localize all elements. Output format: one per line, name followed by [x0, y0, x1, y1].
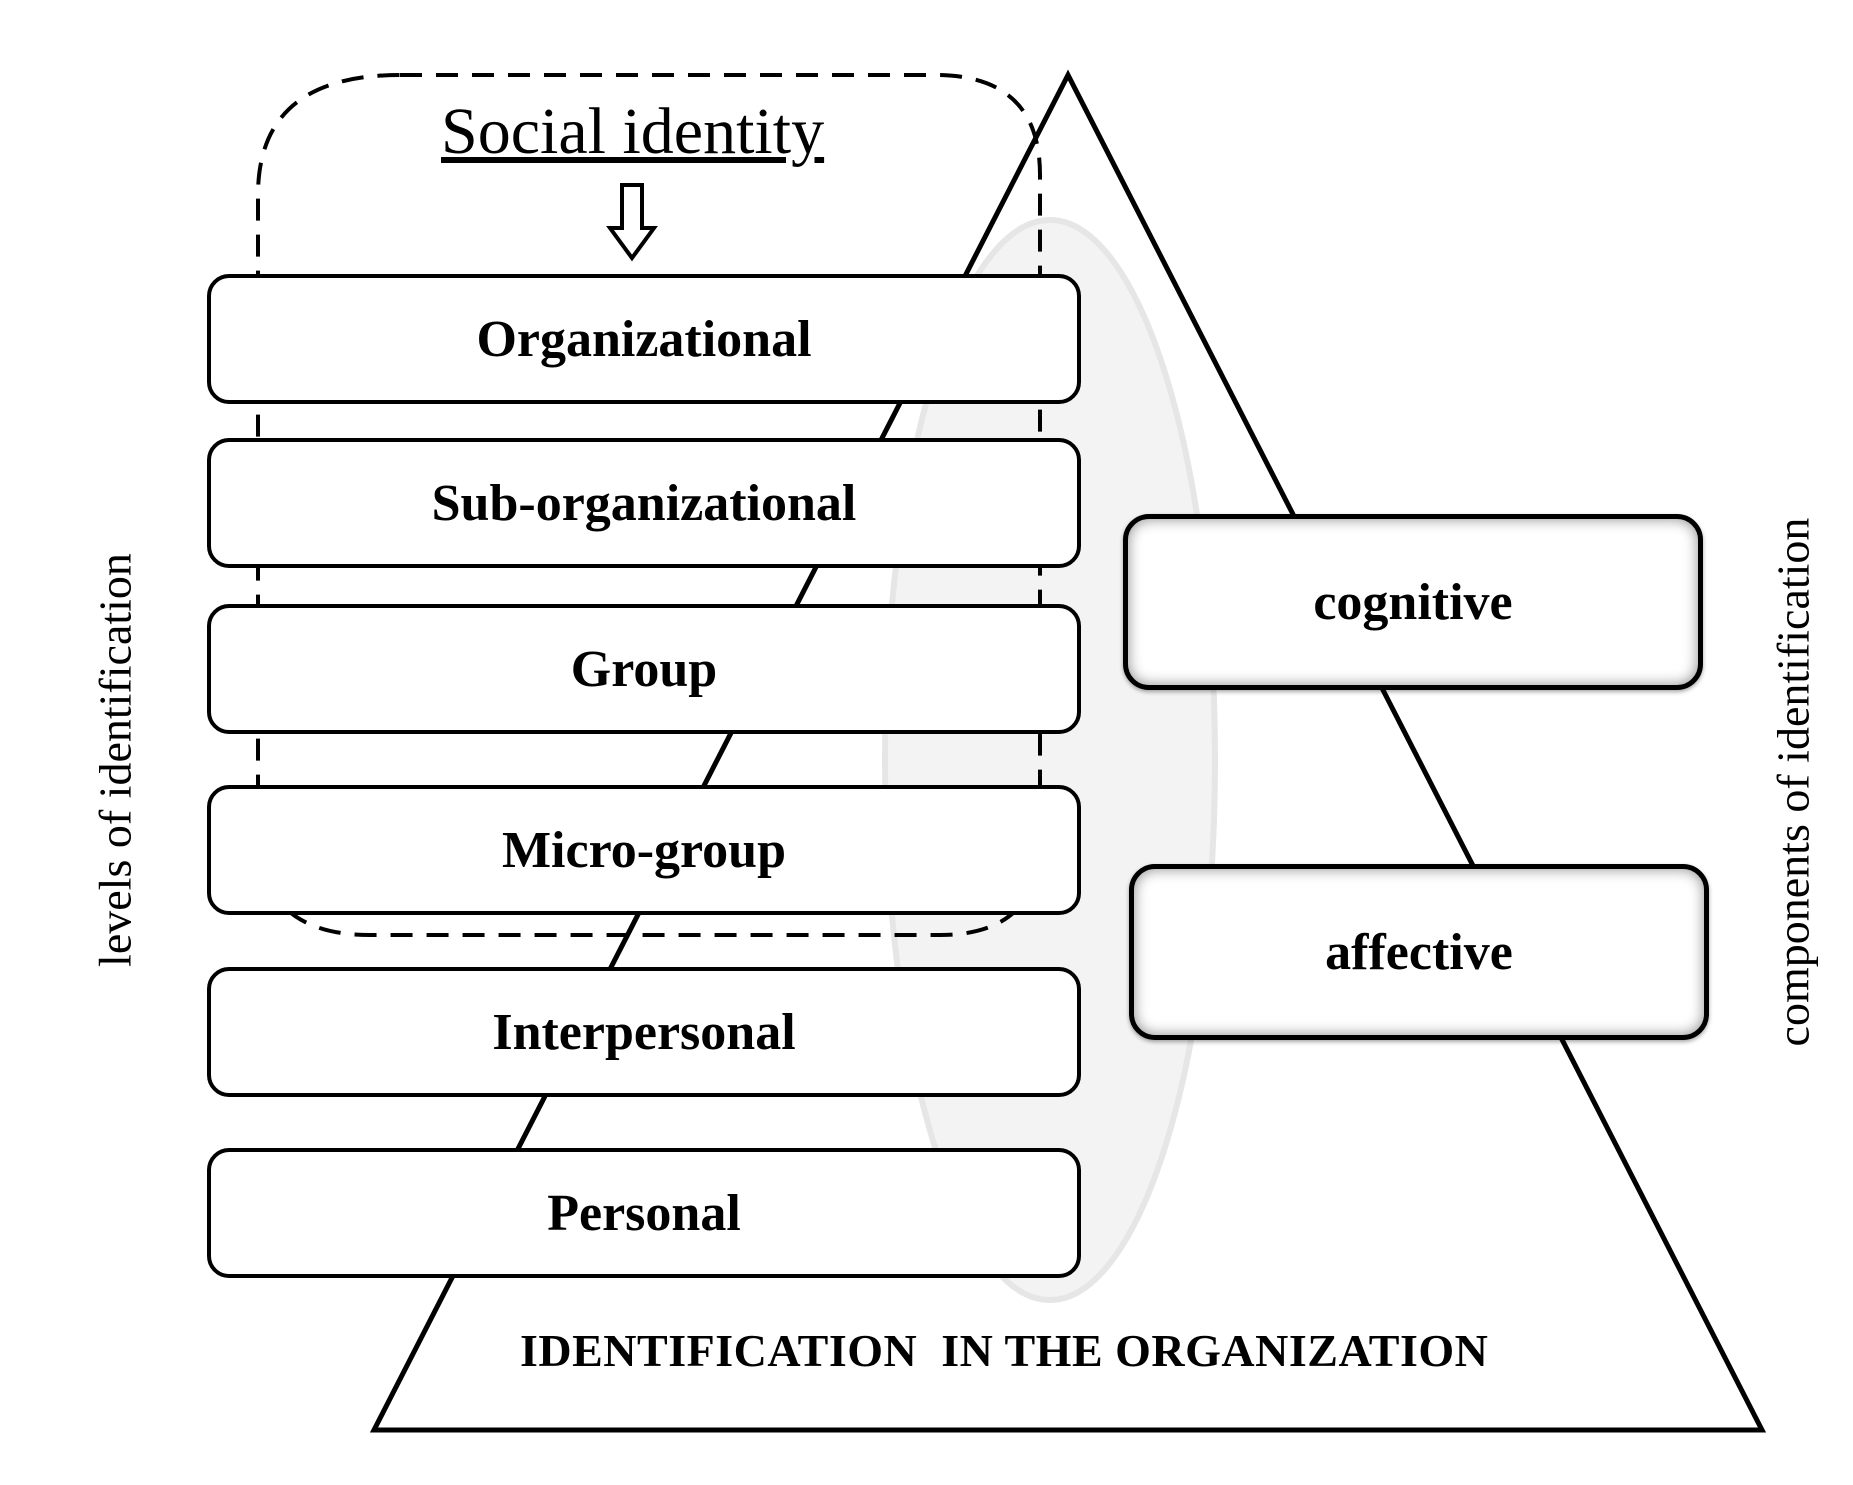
level-group: Group	[207, 604, 1081, 734]
level-micro-group: Micro-group	[207, 785, 1081, 915]
identification-pyramid	[369, 69, 1767, 1433]
level-interpersonal: Interpersonal	[207, 967, 1081, 1097]
components-axis-label: components of identification	[1767, 517, 1819, 1047]
component-affective: affective	[1129, 864, 1709, 1040]
level-personal: Personal	[207, 1148, 1081, 1278]
component-cognitive: cognitive	[1123, 514, 1703, 690]
social-identity-title: Social identity	[441, 95, 825, 168]
pyramid-title: IDENTIFICATION IN THE ORGANIZATION	[520, 1325, 1489, 1376]
levels-axis-label: levels of identification	[89, 553, 141, 967]
level-organizational: Organizational	[207, 274, 1081, 404]
hollow-down-arrow-icon	[606, 183, 658, 262]
social-identity-dashed-region	[256, 73, 1042, 937]
level-sub-organizational: Sub-organizational	[207, 438, 1081, 568]
